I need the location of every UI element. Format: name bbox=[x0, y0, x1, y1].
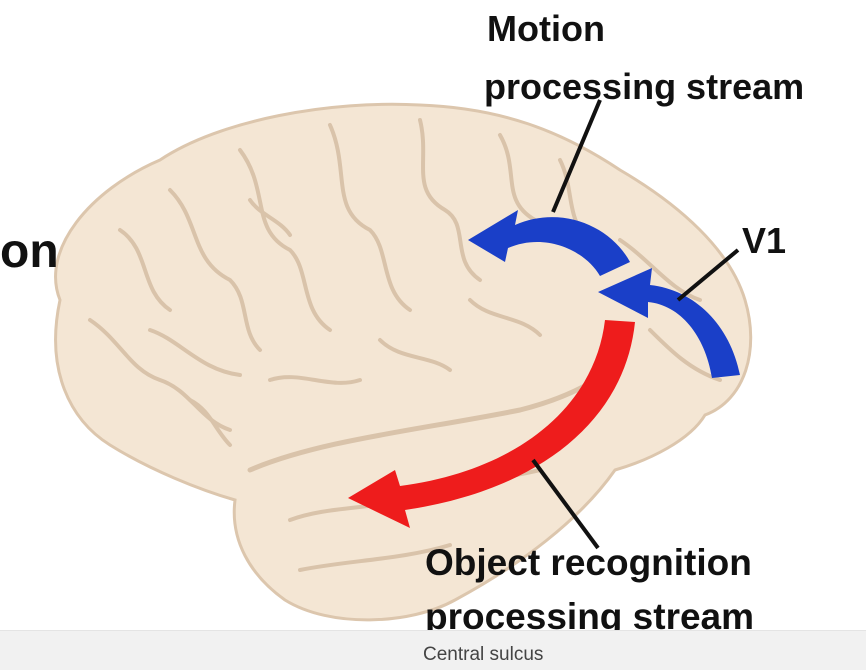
leader-line-object bbox=[531, 458, 600, 550]
v1-label: V1 bbox=[742, 220, 787, 261]
motion-stream-title: Motion bbox=[487, 8, 605, 49]
object-stream-arrow bbox=[348, 320, 635, 528]
object-stream-subtitle: processing stream bbox=[425, 596, 755, 630]
motion-stream-arrow-v1 bbox=[598, 268, 740, 378]
bottom-caption-bar bbox=[0, 630, 866, 670]
motion-stream-arrow-upper bbox=[468, 210, 630, 276]
bottom-caption: Central sulcus bbox=[423, 644, 544, 665]
leader-line-v1 bbox=[676, 248, 740, 302]
object-stream-title: Object recognition bbox=[425, 542, 752, 583]
left-fragment-text: on bbox=[0, 225, 59, 278]
lateral-fissure bbox=[247, 367, 613, 473]
motion-stream-subtitle: processing stream bbox=[484, 66, 805, 107]
leader-line-motion bbox=[551, 99, 602, 213]
